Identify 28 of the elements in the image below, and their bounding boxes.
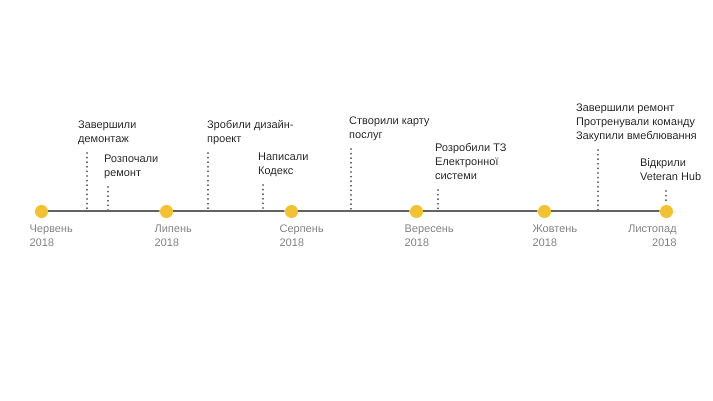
event-label: Зробили дизайн-проект <box>207 118 295 146</box>
leader-line <box>207 152 209 211</box>
event-label: Розробили ТЗ Електронної системи <box>435 141 507 183</box>
event-label: Створили карту послуг <box>349 114 430 142</box>
leader-line <box>86 152 88 211</box>
month-label: Липень 2018 <box>154 222 192 250</box>
event-label: Завершили демонтаж <box>78 118 137 146</box>
timeline-line <box>172 210 284 212</box>
month-label: Серпень 2018 <box>280 222 324 250</box>
event-label: Завершили ремонт <box>576 101 676 115</box>
leader-line <box>437 189 439 211</box>
timeline-line <box>298 210 410 212</box>
month-label: Червень 2018 <box>30 222 73 250</box>
event-label: Закупили вмеблювання <box>576 129 697 143</box>
event-label: Написали Кодекс <box>258 150 309 178</box>
timeline-line <box>48 210 160 212</box>
event-label: Розпочали ремонт <box>104 152 159 180</box>
leader-line <box>107 186 109 211</box>
month-label: Листопад 2018 <box>628 222 676 250</box>
month-label: Жовтень 2018 <box>532 222 578 250</box>
timeline-line <box>422 210 538 212</box>
leader-line <box>262 184 264 211</box>
leader-line <box>350 148 352 211</box>
leader-line <box>597 149 599 211</box>
month-label: Вересень 2018 <box>404 222 454 250</box>
event-label: Протренували команду <box>576 115 696 129</box>
event-label: Відкрили Veteran Hub <box>640 156 702 184</box>
timeline-line <box>550 210 660 212</box>
